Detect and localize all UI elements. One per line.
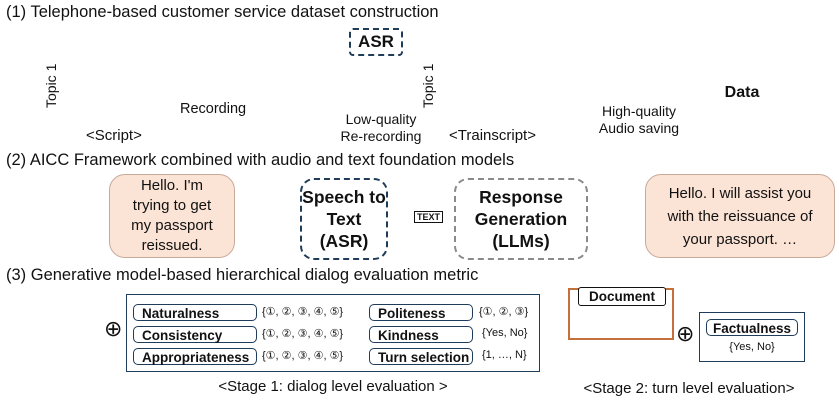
metric-naturalness-scale: {①, ②, ③, ④, ⑤} xyxy=(262,306,344,318)
speech-to-text-box: Speech to Text (ASR) xyxy=(300,178,388,260)
agent-line-1: Hello. I will assist you xyxy=(668,184,812,202)
agent-line-3: your passport. … xyxy=(682,230,798,248)
metric-politeness-scale: {①, ②, ③} xyxy=(479,306,529,318)
stt-line-1: Speech to xyxy=(302,187,386,207)
stt-line-2: Text xyxy=(326,209,362,229)
user-utterance-bubble: Hello. I'm trying to get my passport rei… xyxy=(109,174,235,258)
section-3-title: (3) Generative model-based hierarchical … xyxy=(6,266,479,284)
metric-appropriateness-scale: {①, ②, ③, ④, ⑤} xyxy=(262,350,344,362)
metric-turn-selection-scale: {1, …, N} xyxy=(482,349,527,361)
document-label: Document xyxy=(578,287,666,306)
stt-line-3: (ASR) xyxy=(319,231,369,251)
resp-line-2: Generation xyxy=(474,209,568,229)
section-2-title: (2) AICC Framework combined with audio a… xyxy=(6,151,515,169)
plus-symbol-1: ⊕ xyxy=(104,316,123,341)
metric-factualness-scale: {Yes, No} xyxy=(729,341,775,353)
plus-symbol-2: ⊕ xyxy=(676,321,695,346)
document-card xyxy=(568,288,674,340)
metric-kindness: Kindness xyxy=(369,326,473,343)
rerecord-line-1: Low-quality xyxy=(345,111,417,127)
agent-line-2: with the reissuance of xyxy=(667,207,813,225)
response-generation-box: Response Generation (LLMs) xyxy=(454,178,588,260)
metric-kindness-scale: {Yes, No} xyxy=(482,327,528,339)
saving-line-2: Audio saving xyxy=(598,120,680,136)
saving-line-1: High-quality xyxy=(602,103,676,119)
resp-line-1: Response xyxy=(479,187,563,207)
metric-politeness: Politeness xyxy=(369,304,473,321)
script-caption: <Script> xyxy=(86,127,142,144)
transcript-topic-label: Topic 1 xyxy=(420,63,436,108)
dialog-metrics-panel: Naturalness {①, ②, ③, ④, ⑤} Consistency … xyxy=(126,294,540,372)
resp-line-3: (LLMs) xyxy=(492,231,550,251)
data-label: Data xyxy=(724,84,760,101)
metric-consistency-scale: {①, ②, ③, ④, ⑤} xyxy=(262,328,344,340)
stage-1-caption: <Stage 1: dialog level evaluation > xyxy=(218,378,448,395)
turn-metrics-panel: Factualness {Yes, No} xyxy=(699,312,805,362)
user-line-4: reissued. xyxy=(141,237,203,254)
metric-consistency: Consistency xyxy=(133,326,257,343)
metric-appropriateness: Appropriateness xyxy=(133,348,257,365)
rerecord-line-2: Re-recording xyxy=(340,128,422,144)
metric-naturalness: Naturalness xyxy=(133,304,257,321)
asr-box: ASR xyxy=(349,28,403,56)
metric-turn-selection: Turn selection xyxy=(369,348,473,365)
transcript-caption: <Trainscript> xyxy=(449,127,536,144)
user-line-3: my passport xyxy=(131,217,213,234)
recording-label: Recording xyxy=(180,101,247,117)
agent-response-bubble: Hello. I will assist you with the reissu… xyxy=(645,174,835,258)
user-line-2: trying to get xyxy=(132,197,212,214)
script-topic-label: Topic 1 xyxy=(43,63,59,108)
user-line-1: Hello. I'm xyxy=(140,177,204,194)
text-doc-label: TEXT xyxy=(414,211,444,223)
stage-2-caption: <Stage 2: turn level evaluation> xyxy=(583,380,795,397)
section-1-title: (1) Telephone-based customer service dat… xyxy=(6,3,439,21)
metric-factualness: Factualness xyxy=(706,319,798,336)
